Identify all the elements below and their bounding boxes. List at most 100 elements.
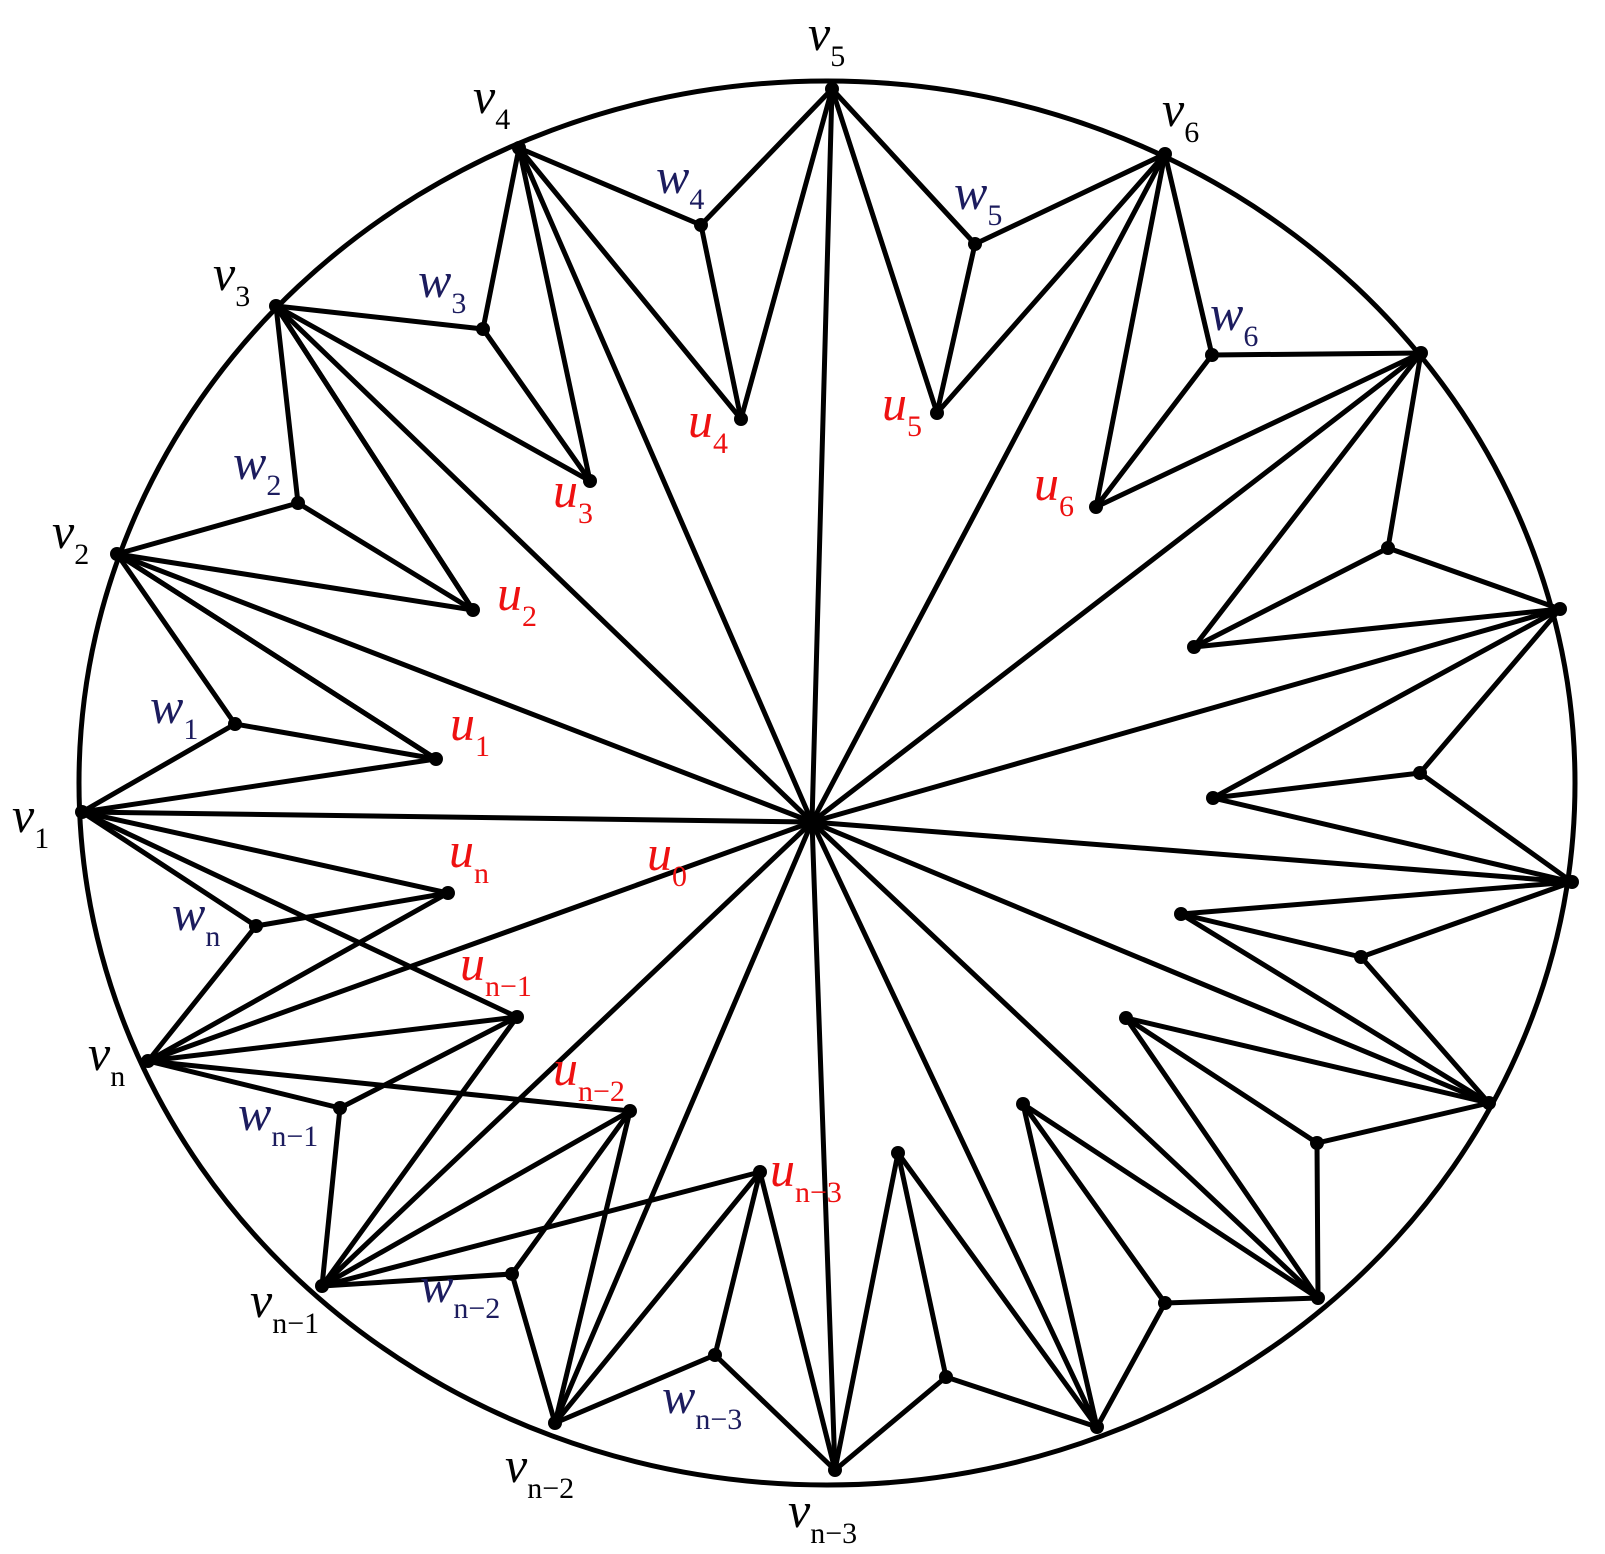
- edge-v12-u12: [895, 1150, 1100, 1430]
- edges-layer: [79, 86, 1575, 1473]
- label-u3-sub: 3: [578, 497, 593, 530]
- label-un3-main: u: [770, 1141, 795, 1197]
- edge-w9-v10: [1358, 954, 1492, 1106]
- vertex-v10: [1482, 1096, 1496, 1110]
- label-w3-sub: 3: [451, 287, 466, 320]
- edge-v8-w8: [1417, 606, 1563, 776]
- label-un1-sub: n−1: [485, 970, 532, 1003]
- edge-v5-c: [809, 86, 835, 825]
- edge-wn-v1: [79, 809, 259, 929]
- edge-w5-v6: [972, 151, 1168, 247]
- label-vn2-sub: n−2: [527, 1472, 574, 1505]
- label-w3-main: w: [418, 252, 451, 308]
- label-v4-main: v: [473, 68, 496, 124]
- edge-w5-u5: [934, 241, 978, 416]
- vertex-v4: [512, 141, 526, 155]
- edge-vn-un2: [145, 1058, 633, 1114]
- edge-vn-un: [145, 890, 451, 1064]
- vertex-v5: [825, 82, 839, 96]
- edge-wn1-un1: [337, 1014, 520, 1111]
- edge-wn1-vn: [145, 1058, 343, 1111]
- edge-vn3-c: [809, 819, 838, 1473]
- vertex-wn3: [708, 1348, 722, 1362]
- edge-v1-w1: [79, 721, 238, 815]
- label-w5-main: w: [954, 164, 987, 220]
- edge-wn-un: [253, 890, 451, 929]
- vertex-u9: [1174, 907, 1188, 921]
- label-w1-main: w: [150, 678, 183, 734]
- edge-w2-v3: [273, 303, 301, 506]
- label-wn1: wn−1: [238, 1085, 318, 1153]
- edge-w12-vn3: [832, 1374, 949, 1473]
- label-u4-sub: 4: [713, 427, 728, 460]
- edge-v9-u9: [1178, 879, 1575, 917]
- edge-v12-c: [809, 819, 1100, 1430]
- label-c: u0: [647, 825, 687, 893]
- label-un3: un−3: [770, 1141, 842, 1209]
- edge-v6-c: [809, 151, 1168, 825]
- edge-v2-w2: [114, 500, 301, 557]
- label-v6-sub: 6: [1184, 116, 1199, 149]
- edge-v4-u4: [516, 145, 744, 422]
- vertex-w6: [1205, 348, 1219, 362]
- vertex-w11: [1158, 1296, 1172, 1310]
- edge-w2-u2: [295, 500, 476, 613]
- vertex-u3: [583, 474, 597, 488]
- vertex-wn1: [333, 1101, 347, 1115]
- vertex-w3: [476, 322, 490, 336]
- label-u3-main: u: [553, 462, 578, 518]
- label-un-main: u: [449, 822, 474, 878]
- label-w6: w6: [1210, 285, 1258, 353]
- vertex-v6: [1158, 147, 1172, 161]
- vertex-un3: [753, 1165, 767, 1179]
- edge-w3-v4: [480, 145, 522, 332]
- edge-v3-w3: [273, 303, 486, 332]
- label-w6-main: w: [1210, 285, 1243, 341]
- label-w6-sub: 6: [1243, 320, 1258, 353]
- edge-v2-u1: [114, 551, 439, 762]
- label-vn2-main: v: [505, 1437, 528, 1493]
- label-u6-sub: 6: [1059, 490, 1074, 523]
- label-v1: v1: [12, 787, 49, 855]
- edge-un2-vn1: [319, 1108, 633, 1289]
- label-vn3: vn−3: [788, 1482, 857, 1550]
- vertex-v9: [1565, 875, 1579, 889]
- edge-vn-c: [145, 819, 815, 1064]
- edge-v9-c: [809, 819, 1575, 885]
- label-u2-sub: 2: [522, 600, 537, 633]
- vertex-wn: [249, 919, 263, 933]
- edge-w9-u9: [1178, 911, 1364, 960]
- label-u5: u5: [882, 375, 922, 443]
- label-un3-sub: n−3: [795, 1176, 842, 1209]
- edge-v10-w10: [1314, 1100, 1492, 1146]
- vertex-u12: [891, 1146, 905, 1160]
- edge-w11-v12: [1094, 1300, 1168, 1430]
- label-vn3-sub: n−3: [810, 1517, 857, 1550]
- vertex-w5: [968, 237, 982, 251]
- edge-u5-v6: [934, 151, 1168, 416]
- label-wn-main: w: [172, 885, 205, 941]
- vertex-v12: [1090, 1420, 1104, 1434]
- edge-u10-v11: [1123, 1015, 1321, 1301]
- vertex-u5: [930, 406, 944, 420]
- vertex-wn2: [505, 1267, 519, 1281]
- label-u2-main: u: [497, 565, 522, 621]
- label-u6-main: u: [1034, 455, 1059, 511]
- vertex-w8: [1413, 766, 1427, 780]
- edge-vn2-wn2: [509, 1271, 558, 1426]
- vertex-u2: [466, 603, 480, 617]
- edge-w4-u4: [698, 222, 744, 422]
- vertex-w4: [694, 218, 708, 232]
- label-vn3-main: v: [788, 1482, 811, 1538]
- edge-vn2-un2: [552, 1108, 633, 1426]
- edge-v7-u7: [1191, 350, 1424, 650]
- label-w2: w2: [233, 434, 281, 502]
- label-w2-main: w: [233, 434, 266, 490]
- edge-v5-w5: [829, 86, 978, 247]
- label-u4: u4: [688, 392, 728, 460]
- label-un2-main: u: [553, 1040, 578, 1096]
- vertex-un1: [510, 1010, 524, 1024]
- vertex-u7: [1187, 640, 1201, 654]
- edge-v1-u1: [79, 756, 439, 815]
